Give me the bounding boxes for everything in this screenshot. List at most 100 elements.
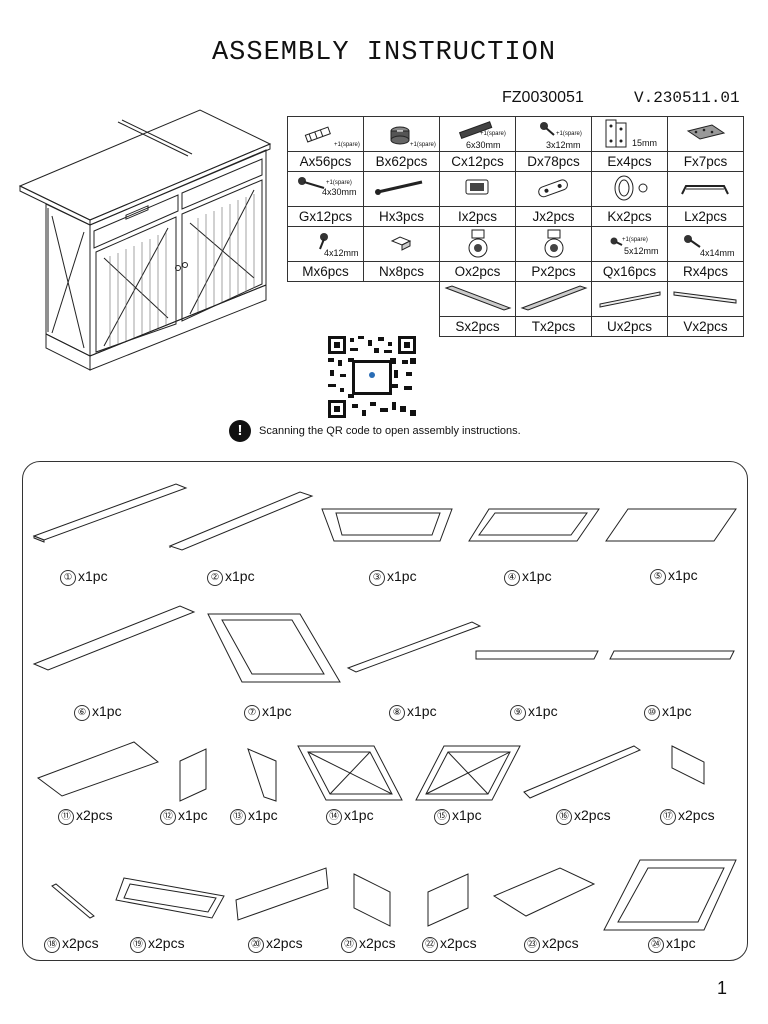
- part-number: ④: [504, 570, 520, 586]
- screw-icon: [319, 233, 328, 250]
- part-qty: x1pc: [262, 703, 292, 719]
- hardware-label-n: Nx8pcs: [364, 261, 439, 281]
- hardware-cell-t: Tx2pcs: [515, 281, 592, 337]
- part-1-illustration: [32, 483, 188, 543]
- page-number: 1: [717, 978, 728, 998]
- part-number: ⑮: [434, 809, 450, 825]
- hardware-cell-q: +1(spare) 5x12mm Qx16pcs: [591, 226, 668, 282]
- hardware-cell-r: 4x14mm Rx4pcs: [667, 226, 744, 282]
- hardware-cell-i: Ix2pcs: [439, 171, 516, 227]
- size-note: 4x14mm: [700, 248, 735, 258]
- part-number: ①: [60, 570, 76, 586]
- part-qty: x1pc: [522, 568, 552, 584]
- part-2-illustration: [168, 491, 314, 551]
- part-qty: x1pc: [662, 703, 692, 719]
- size-note: 3x12mm: [546, 140, 581, 150]
- part-number: ⑱: [44, 937, 60, 953]
- part-number: ⑲: [130, 937, 146, 953]
- part-23-illustration: [492, 867, 596, 917]
- qr-code[interactable]: [328, 336, 416, 418]
- cabinet-illustration: [18, 109, 272, 371]
- part-number: ⑪: [58, 809, 74, 825]
- part-9-illustration: [475, 650, 599, 660]
- hardware-label-e: Ex4pcs: [592, 151, 667, 171]
- hardware-cell-j: Jx2pcs: [515, 171, 592, 227]
- hardware-label-c: Cx12pcs: [440, 151, 515, 171]
- rail-icon: [673, 291, 737, 304]
- part-qty: x2pcs: [440, 935, 477, 951]
- part-21-illustration: [353, 873, 391, 927]
- size-note: 4x12mm: [324, 248, 359, 258]
- drawer-slide-icon: [520, 285, 588, 311]
- hardware-label-a: Ax56pcs: [288, 151, 363, 171]
- part-number: ㉒: [422, 937, 438, 953]
- version-number: V.230511.01: [634, 89, 740, 107]
- qr-notice: ! Scanning the QR code to open assembly …: [229, 420, 521, 442]
- screw-icon: [298, 177, 325, 189]
- part-7-illustration: [207, 613, 341, 683]
- part-qty: x1pc: [78, 568, 108, 584]
- part-number: ⑥: [74, 705, 90, 721]
- part-20-illustration: [235, 867, 329, 921]
- hardware-cell-d: +1(spare) 3x12mm Dx78pcs: [515, 116, 592, 172]
- plate-icon: [686, 124, 726, 140]
- part-qty: x2pcs: [62, 935, 99, 951]
- part-qty: x2pcs: [266, 935, 303, 951]
- part-qty: x1pc: [225, 568, 255, 584]
- part-qty: x1pc: [666, 935, 696, 951]
- drawer-slide-icon: [444, 285, 512, 311]
- knob-icon: [614, 175, 648, 201]
- hardware-label-g: Gx12pcs: [288, 206, 363, 226]
- hardware-label-k: Kx2pcs: [592, 206, 667, 226]
- part-number: ⑩: [644, 705, 660, 721]
- screw-icon: [540, 122, 555, 136]
- part-qty: x2pcs: [542, 935, 579, 951]
- hardware-label-i: Ix2pcs: [440, 206, 515, 226]
- part-number: ⑫: [160, 809, 176, 825]
- page-title: ASSEMBLY INSTRUCTION: [211, 38, 557, 68]
- part-qty: x2pcs: [148, 935, 185, 951]
- part-number: ㉑: [341, 937, 357, 953]
- spare-note: +1(spare): [622, 237, 648, 243]
- screw-icon: [684, 235, 701, 248]
- part-qty: x1pc: [344, 807, 374, 823]
- hardware-cell-u: Ux2pcs: [591, 281, 668, 337]
- part-number: ⑭: [326, 809, 342, 825]
- part-22-illustration: [427, 873, 469, 927]
- hardware-cell-e: 15mm Ex4pcs: [591, 116, 668, 172]
- spare-note: +1(spare): [410, 142, 436, 148]
- part-qty: x2pcs: [678, 807, 715, 823]
- part-qty: x1pc: [452, 807, 482, 823]
- size-note: 4x30mm: [322, 187, 357, 197]
- part-qty: x1pc: [248, 807, 278, 823]
- part-number: ㉓: [524, 937, 540, 953]
- hardware-cell-o: Ox2pcs: [439, 226, 516, 282]
- hardware-label-t: Tx2pcs: [516, 316, 591, 336]
- hardware-cell-g: +1(spare) 4x30mm Gx12pcs: [287, 171, 364, 227]
- size-note: 6x30mm: [466, 140, 501, 150]
- hardware-label-d: Dx78pcs: [516, 151, 591, 171]
- empty-cell: [364, 282, 440, 337]
- part-8-illustration: [346, 621, 482, 673]
- part-number: ③: [369, 570, 385, 586]
- rail-icon: [599, 291, 661, 308]
- hardware-cell-v: Vx2pcs: [667, 281, 744, 337]
- parts-list-panel: [22, 461, 748, 961]
- part-16-illustration: [523, 745, 642, 799]
- part-17-illustration: [671, 745, 705, 785]
- part-number: ㉔: [648, 937, 664, 953]
- hardware-label-v: Vx2pcs: [668, 316, 743, 336]
- hardware-label-p: Px2pcs: [516, 261, 591, 281]
- hardware-label-u: Ux2pcs: [592, 316, 667, 336]
- caster-icon: [544, 229, 564, 258]
